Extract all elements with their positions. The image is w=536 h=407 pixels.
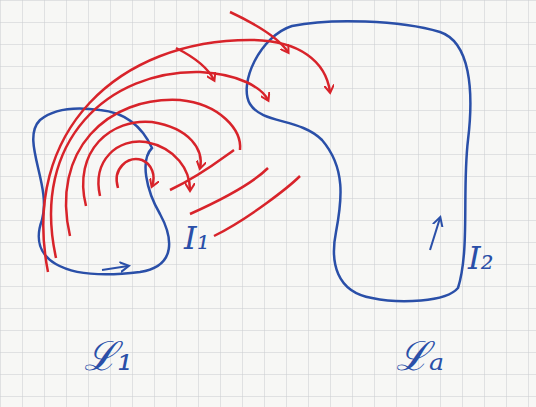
current-loop bbox=[247, 21, 471, 301]
loop-label: ℒ₁ bbox=[84, 336, 133, 376]
current-label: I₁ bbox=[184, 222, 209, 254]
loop-label: ℒₐ bbox=[396, 336, 444, 376]
current-arrow bbox=[430, 218, 440, 250]
current-arrow bbox=[102, 266, 128, 270]
current-label: I₂ bbox=[468, 242, 493, 274]
field-lines bbox=[43, 12, 330, 272]
